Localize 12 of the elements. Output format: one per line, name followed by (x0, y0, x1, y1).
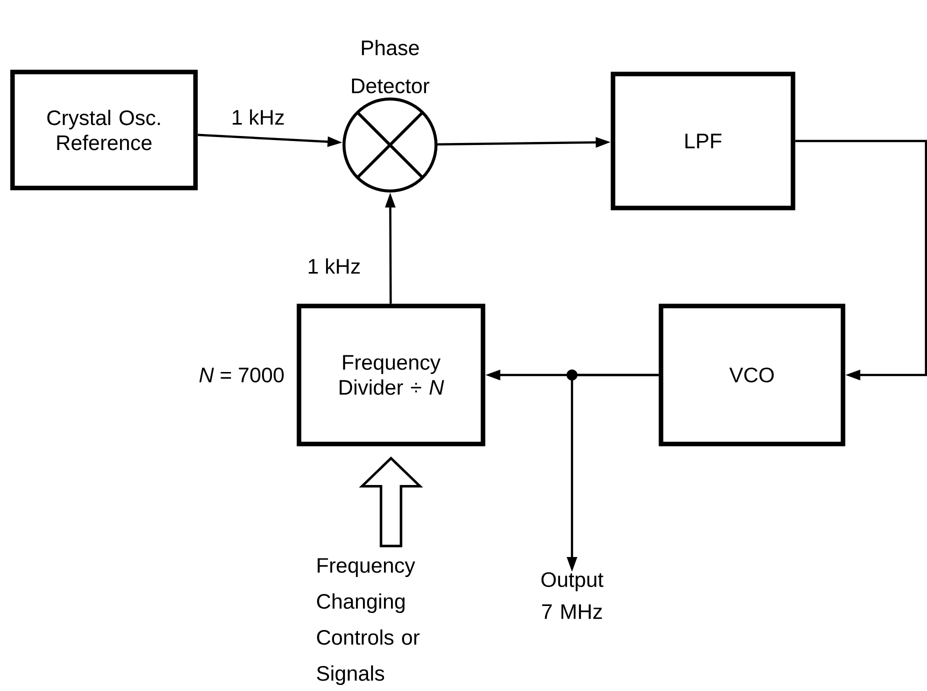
process-box: LPF (610, 72, 796, 210)
node-label: Phase Detector (352, 40, 430, 94)
process-box: Crystal Osc. Reference (10, 70, 198, 190)
edge-label: 1 kHz (308, 258, 360, 274)
arrow (795, 140, 927, 380)
text-label: Frequency Changing Controls or Signals (316, 558, 420, 685)
process-box: Frequency Divider ÷ N (296, 304, 486, 446)
edge-label: 1 kHz (232, 109, 284, 125)
hollow-arrow (358, 456, 424, 548)
text-label: Output 7 MHz (541, 572, 604, 619)
beside-label: N = 7000 (199, 368, 284, 382)
process-box: VCO (658, 304, 846, 446)
